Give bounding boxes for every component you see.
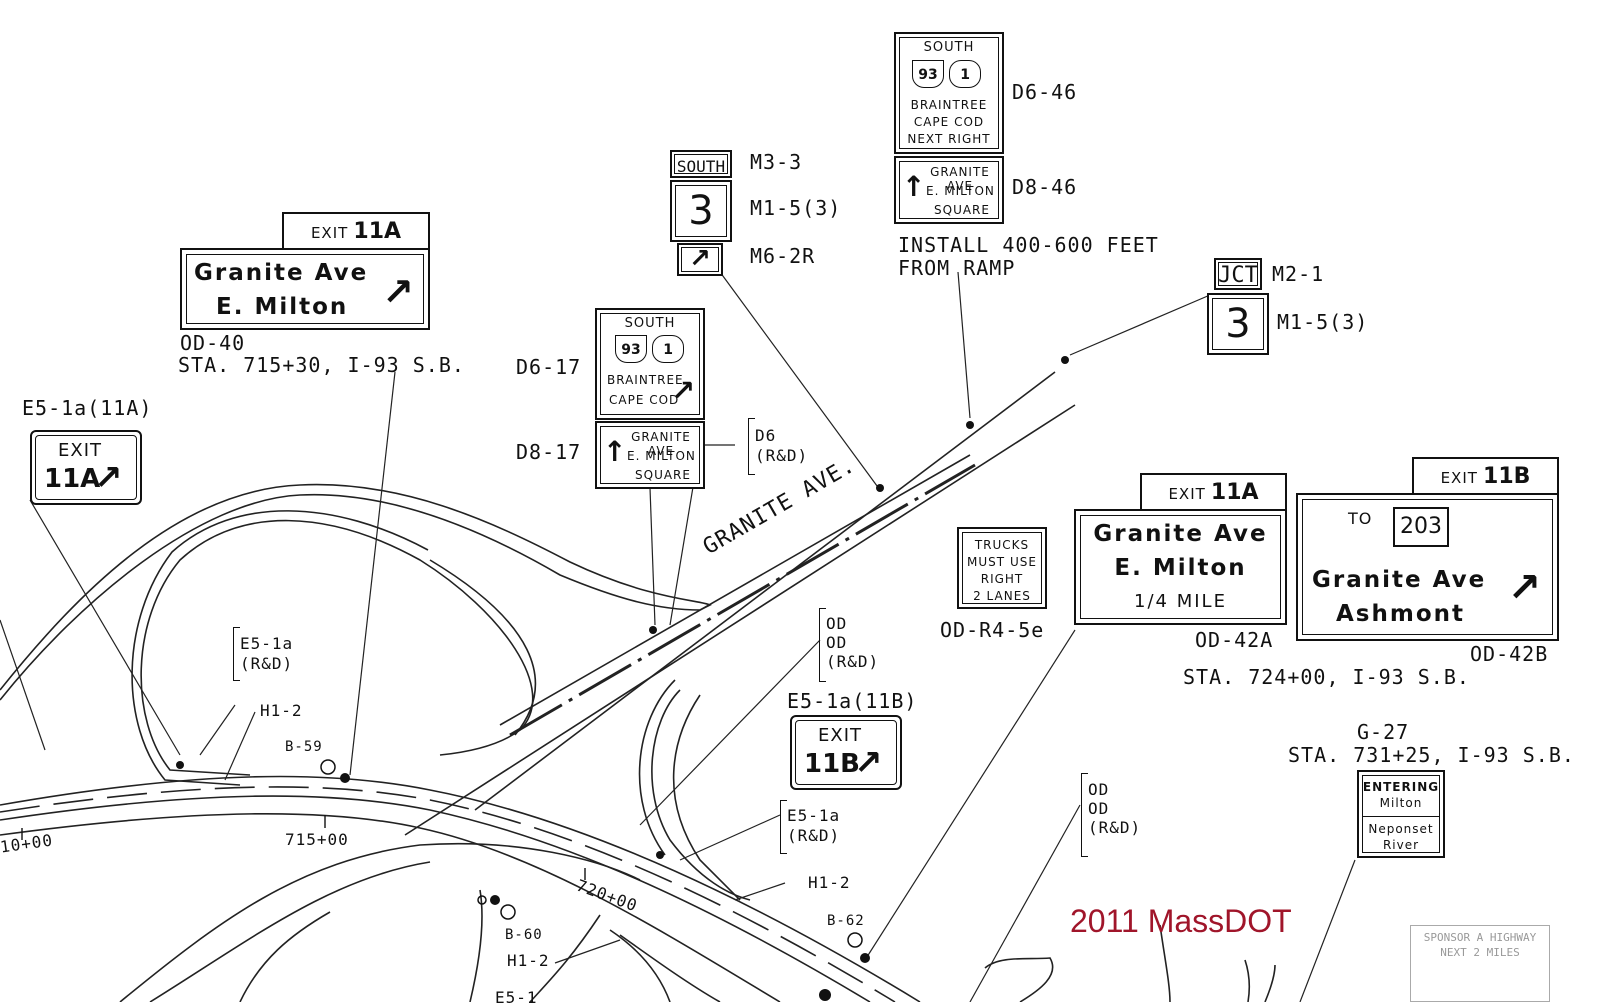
sign-d8-17-code: D8-17 [516, 440, 582, 464]
sign-d6-17-code: D6-17 [516, 355, 582, 379]
interstate-shield-icon: 93 [615, 335, 647, 363]
loop-ramp-outer [0, 483, 712, 701]
marker-b60: B-60 [505, 927, 543, 943]
station-731: STA. 731+25, I-93 S.B. [1288, 743, 1575, 767]
loop-ramp-inner [140, 519, 534, 776]
arrow-up-right-icon: ↗ [1507, 565, 1541, 611]
sign-m1-5-right: 3 [1207, 293, 1269, 355]
callout-d6-rd: D6(R&D) [755, 426, 809, 465]
mainline-edge-lower [119, 842, 641, 1002]
granite-ave-center [509, 463, 976, 737]
bottom-river-3 [1244, 959, 1251, 1002]
station-724: STA. 724+00, I-93 S.B. [1183, 665, 1470, 689]
us-route-shield-icon: 1 [652, 335, 685, 363]
sign-e5-11b: EXIT 11B ↗ [790, 715, 902, 790]
sign-e5-11a-code: E5-1a(11A) [22, 396, 153, 420]
loop-ramp-right [429, 559, 537, 736]
bottom-road-3 [529, 914, 601, 1002]
benchmark-symbols [320, 759, 863, 948]
sign-d6-17: SOUTH 93 1 BRAINTREE CAPE COD ↗ [595, 308, 705, 420]
exit-ramp-right-1 [651, 689, 751, 901]
sign-od40-exit-tab: EXIT 11A [282, 212, 430, 250]
arrow-up-right-icon: ↗ [94, 458, 123, 498]
sign-od40: Granite Ave E. Milton ↗ [180, 248, 430, 330]
sign-d8-46: ↑ GRANITE AVE E. MILTON SQUARE [894, 156, 1004, 224]
arrow-up-right-icon: ↗ [854, 743, 883, 783]
sign-od42a-code: OD-42A [1195, 628, 1274, 652]
sign-od40-station: STA. 715+30, I-93 S.B. [178, 353, 465, 377]
mainline-edge-lower2 [149, 861, 431, 1002]
exit-ramp-right-3 [672, 694, 741, 901]
sign-od40-code: OD-40 [180, 331, 246, 355]
sign-e5-11a: EXIT 11A ↗ [30, 430, 142, 505]
sign-d8-17: ↑ GRANITE AVE E. MILTON SQUARE [595, 421, 705, 489]
lane-line-dashed [0, 786, 896, 1002]
marker-b62: B-62 [827, 913, 865, 929]
station-ticks [21, 815, 586, 880]
interstate-shield-icon: 93 [912, 60, 944, 88]
bottom-river-2 [1159, 924, 1171, 1002]
credit-text: 2011 MassDOT [1070, 903, 1292, 939]
granite-ave-edge-2 [474, 371, 1056, 811]
arrow-up-right-icon: ↗ [689, 244, 711, 274]
sign-post-markers [176, 356, 1069, 1001]
sign-m1-5-right-code: M1-5(3) [1277, 310, 1369, 334]
sign-m3-3: SOUTH [670, 150, 732, 178]
mainline-edge-inner [0, 812, 781, 1002]
arrow-up-right-icon: ↗ [671, 374, 695, 407]
sign-e5-11b-code: E5-1a(11B) [787, 689, 918, 713]
arrow-up-icon: ↑ [902, 170, 926, 203]
leader-lines [0, 271, 1356, 1002]
sign-d8-46-code: D8-46 [1012, 175, 1078, 199]
mainline-edge-lower3 [239, 911, 331, 1002]
callout-h1-2-bottom: H1-2 [507, 951, 550, 970]
callout-h1-2-left: H1-2 [260, 701, 303, 720]
exit-ramp-right-2 [638, 679, 676, 856]
sign-m2-1-code: M2-1 [1272, 262, 1325, 286]
loop-ramp-inner2 [131, 510, 429, 786]
bottom-road-2 [619, 934, 721, 1002]
sign-od42a-exit-tab: EXIT 11A [1140, 473, 1287, 511]
sign-g27: ENTERING Milton Neponset River [1357, 770, 1445, 858]
sign-trucks-code: OD-R4-5e [940, 618, 1045, 642]
station-label-715: 715+00 [285, 830, 349, 849]
sign-od42a: Granite Ave E. Milton 1/4 MILE [1074, 509, 1287, 625]
mainline-edge-mid [0, 795, 871, 1002]
sign-m3-3-code: M3-3 [750, 150, 803, 174]
callout-h1-2-right: H1-2 [808, 873, 851, 892]
sign-d6-46-code: D6-46 [1012, 80, 1078, 104]
arrow-up-right-icon: ↗ [382, 270, 414, 314]
sign-m6-2r: ↗ [677, 243, 723, 276]
callout-e5-1a-left: E5-1a(R&D) [240, 634, 294, 673]
bottom-river-1 [984, 957, 1054, 1002]
arrow-up-icon: ↑ [603, 435, 627, 468]
sign-d6-46: SOUTH 93 1 BRAINTREE CAPE COD NEXT RIGHT [894, 32, 1004, 154]
bottom-river-4 [1264, 964, 1276, 1002]
us-route-shield-icon: 1 [949, 60, 982, 88]
sign-od42b: TO 203 Granite Ave Ashmont ↗ [1296, 493, 1559, 641]
bottom-road-1 [609, 929, 671, 1002]
bottom-road-4 [469, 889, 483, 1002]
granite-ave-edge-1 [404, 404, 1076, 836]
sign-m6-2r-code: M6-2R [750, 244, 816, 268]
callout-e5-1-bottom: E5-1 [495, 988, 538, 1007]
sign-g27-code: G-27 [1357, 720, 1410, 744]
granite-ave-edge-3 [499, 454, 971, 726]
marker-b59: B-59 [285, 739, 323, 755]
sign-od42b-code: OD-42B [1470, 642, 1549, 666]
sign-m1-5-code: M1-5(3) [750, 196, 842, 220]
sign-m2-1: JCT [1214, 258, 1262, 290]
sign-m1-5: 3 [670, 180, 732, 242]
route-203-shield-icon: 203 [1393, 507, 1449, 547]
sign-trucks: TRUCKS MUST USE RIGHT 2 LANES [957, 527, 1047, 609]
callout-e5-1a-right: E5-1a(R&D) [787, 806, 841, 845]
sign-od42b-exit-tab: EXIT 11B [1412, 457, 1559, 495]
